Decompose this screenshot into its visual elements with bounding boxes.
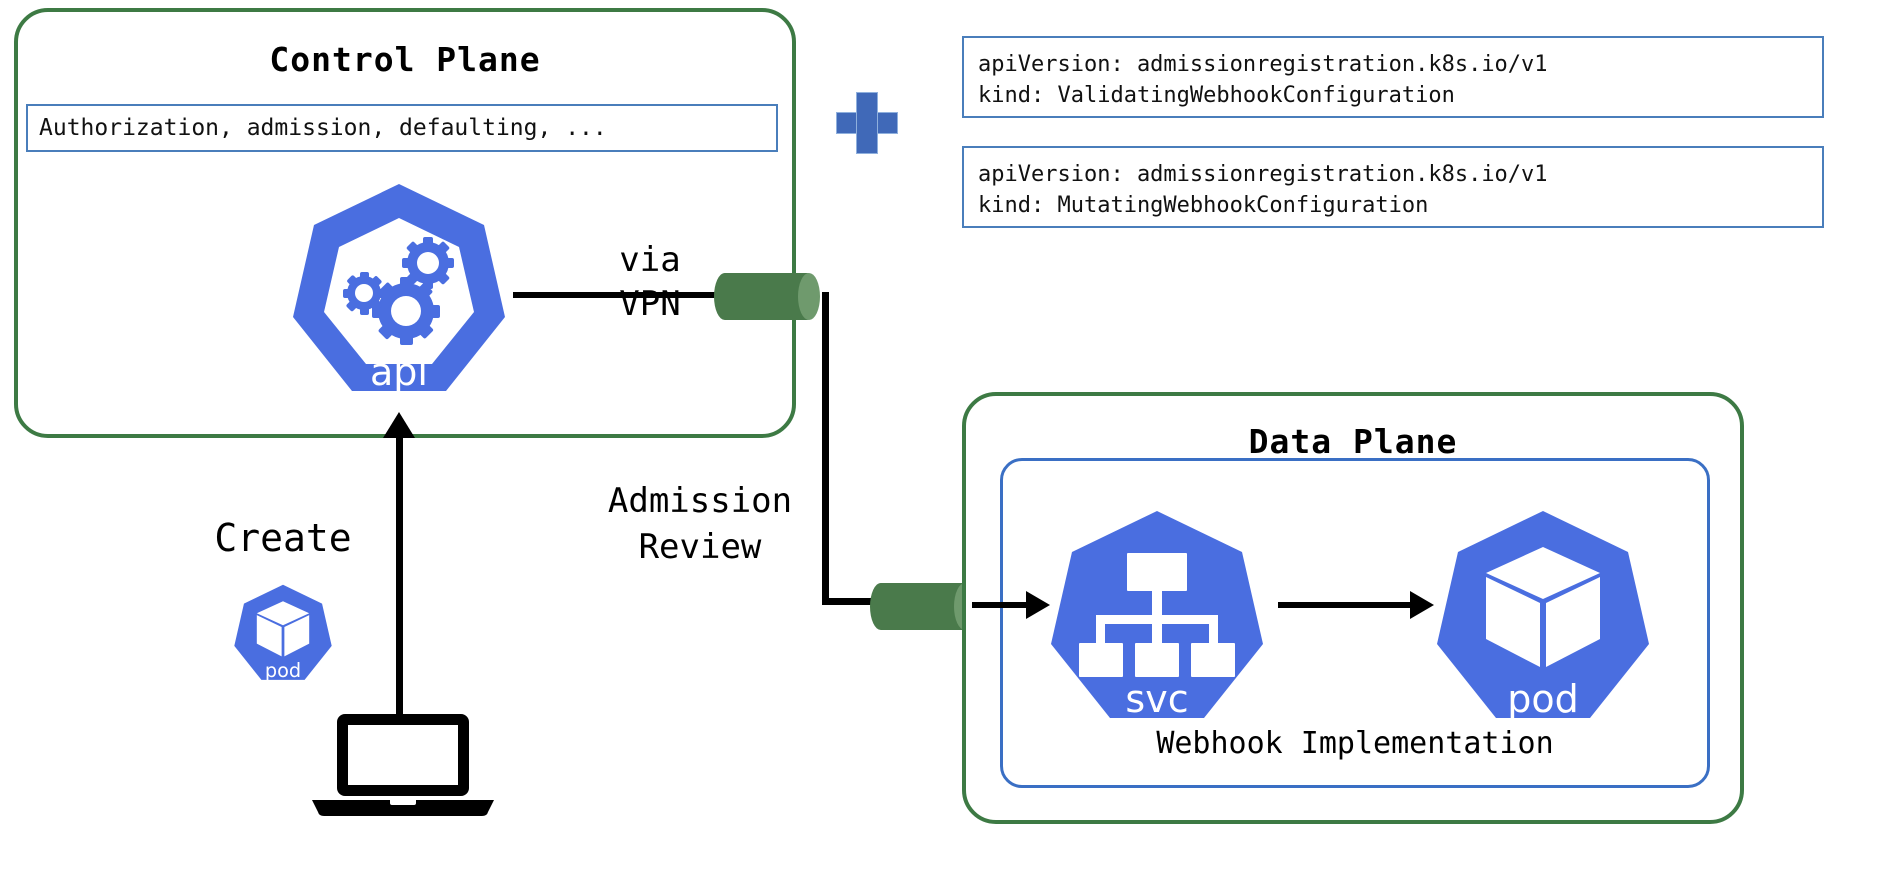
mutating-webhook-config-block: apiVersion: admissionregistration.k8s.io…: [962, 146, 1824, 228]
plus-icon-vertical-bar: [856, 92, 878, 154]
connector-vpn-vertical: [822, 292, 829, 604]
vpn-tunnel-icon-data-plane: [870, 583, 976, 630]
kubernetes-pod-icon: pod: [1432, 505, 1654, 727]
admission-review-label: Admission Review: [607, 481, 793, 567]
arrow-laptop-to-api: [396, 430, 403, 720]
arrow-svc-to-pod-head: [1410, 591, 1434, 619]
arrow-tunnel-to-svc: [972, 602, 1032, 608]
arrow-tunnel-to-svc-head: [1026, 591, 1050, 619]
kubernetes-pod-icon-create: pod: [232, 582, 334, 684]
yaml-line: kind: MutatingWebhookConfiguration: [978, 193, 1429, 218]
vpn-tunnel-icon-control-plane: [714, 273, 820, 320]
admission-note-text: Authorization, admission, defaulting, ..…: [39, 115, 607, 141]
webhook-implementation-label: Webhook Implementation: [1156, 726, 1554, 761]
create-label: Create: [214, 516, 352, 560]
control-plane-title: Control Plane: [269, 40, 541, 79]
admission-note-box: Authorization, admission, defaulting, ..…: [26, 104, 778, 152]
pod-icon-label: pod: [1507, 677, 1579, 721]
api-icon-label: api: [370, 350, 428, 394]
connector-to-data-tunnel: [822, 598, 880, 605]
laptop-icon: [310, 712, 496, 818]
create-pod-icon-label: pod: [265, 659, 301, 682]
arrow-laptop-to-api-head: [383, 412, 415, 438]
validating-webhook-config-block: apiVersion: admissionregistration.k8s.io…: [962, 36, 1824, 118]
yaml-line: apiVersion: admissionregistration.k8s.io…: [978, 52, 1548, 77]
kubernetes-api-icon: api: [288, 178, 510, 400]
connector-api-to-vpn-tunnel: [513, 292, 721, 298]
yaml-line: kind: ValidatingWebhookConfiguration: [978, 83, 1455, 108]
via-vpn-label: via VPN: [619, 240, 681, 324]
kubernetes-svc-icon: svc: [1046, 505, 1268, 727]
svc-icon-label: svc: [1125, 677, 1188, 721]
plus-icon: [836, 92, 898, 154]
yaml-line: apiVersion: admissionregistration.k8s.io…: [978, 162, 1548, 187]
arrow-svc-to-pod: [1278, 602, 1418, 608]
tunnel-cap: [798, 273, 820, 320]
data-plane-title: Data Plane: [1248, 422, 1458, 461]
